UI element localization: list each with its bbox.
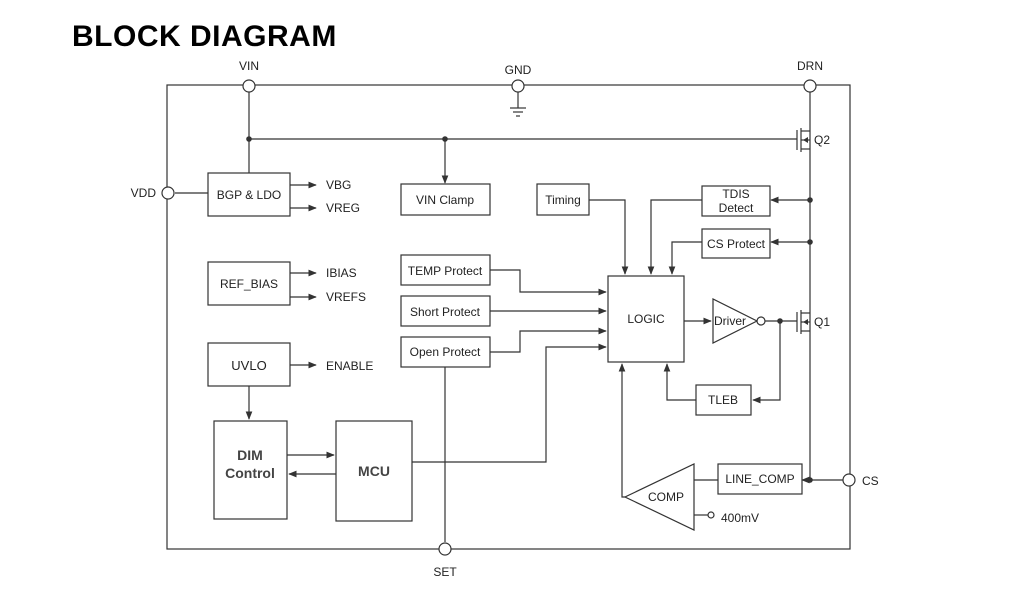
line-comp-block <box>717 463 803 495</box>
drn-pin-label: DRN <box>797 59 823 73</box>
tleb-block <box>695 384 752 416</box>
ibias-label: IBIAS <box>326 266 357 280</box>
timing-block <box>536 183 590 216</box>
logic-block <box>607 275 685 363</box>
diagram-title: BLOCK DIAGRAM <box>72 20 337 53</box>
dim-control-label-2: Control <box>225 465 275 481</box>
open-protect-label: Open Protect <box>410 345 481 359</box>
gnd-pin <box>511 79 525 93</box>
vdd-pin-label: VDD <box>131 186 157 200</box>
temp-protect-label: TEMP Protect <box>408 264 483 278</box>
bgp-ldo-label: BGP & LDO <box>217 188 281 202</box>
vin-pin <box>242 79 256 93</box>
tdis-detect-block <box>701 185 771 217</box>
driver-inverting-bubble <box>756 316 766 326</box>
vdd-pin <box>161 186 175 200</box>
vref-400mv-label: 400mV <box>721 511 759 525</box>
driver-buffer <box>712 298 759 344</box>
driver-to-tleb-wire <box>752 321 781 404</box>
tdis-to-logic-wire <box>647 199 702 275</box>
timing-to-logic-wire <box>589 199 629 275</box>
set-pin <box>438 542 452 556</box>
uvlo-label: UVLO <box>231 358 266 373</box>
tdis-detect-label-1: TDIS <box>722 187 749 201</box>
line-comp-label: LINE_COMP <box>725 472 794 486</box>
mcu-block <box>335 420 413 522</box>
q2-transistor <box>796 128 810 152</box>
mcu-label: MCU <box>358 463 390 479</box>
ground-symbol <box>510 107 526 117</box>
q1-label: Q1 <box>814 315 830 329</box>
set-pin-label: SET <box>433 565 457 579</box>
bgp-ldo-block <box>207 172 291 217</box>
tleb-to-logic-wire <box>663 363 696 401</box>
vin-clamp-block <box>400 183 491 216</box>
tdis-detect-label-2: Detect <box>719 201 754 215</box>
vreg-label: VREG <box>326 201 360 215</box>
open-to-logic-wire <box>490 327 607 353</box>
timing-label: Timing <box>545 193 581 207</box>
uvlo-block <box>207 342 291 387</box>
enable-label: ENABLE <box>326 359 373 373</box>
tleb-label: TLEB <box>708 393 738 407</box>
cs-protect-block <box>701 228 771 259</box>
short-protect-label: Short Protect <box>410 305 481 319</box>
q2-label: Q2 <box>814 133 830 147</box>
ref-bias-label: REF_BIAS <box>220 277 278 291</box>
cs-protect-label: CS Protect <box>707 237 766 251</box>
gnd-pin-label: GND <box>505 63 532 77</box>
cs-pin <box>842 473 856 487</box>
q1-transistor <box>796 310 810 334</box>
vin-clamp-label: VIN Clamp <box>416 193 474 207</box>
comp-label: COMP <box>648 490 684 504</box>
vbg-label: VBG <box>326 178 351 192</box>
temp-protect-block <box>400 254 491 286</box>
drn-pin <box>803 79 817 93</box>
vref-terminal <box>707 511 715 519</box>
cs-protect-to-logic-wire <box>668 241 702 275</box>
comp-to-logic-wire <box>618 363 626 498</box>
comp-comparator <box>623 463 695 531</box>
ref-bias-block <box>207 261 291 306</box>
logic-label: LOGIC <box>627 312 665 326</box>
driver-label: Driver <box>714 314 746 328</box>
vin-bus-junction <box>246 136 252 142</box>
dim-control-block <box>213 420 288 520</box>
temp-to-logic-wire <box>490 269 607 296</box>
mcu-to-logic-wire <box>412 343 607 463</box>
chip-outline <box>166 84 851 550</box>
dim-control-label-1: DIM <box>237 447 263 463</box>
vrefs-label: VREFS <box>326 290 366 304</box>
short-protect-block <box>400 295 491 327</box>
cs-pin-label: CS <box>862 474 879 488</box>
vin-pin-label: VIN <box>239 59 259 73</box>
